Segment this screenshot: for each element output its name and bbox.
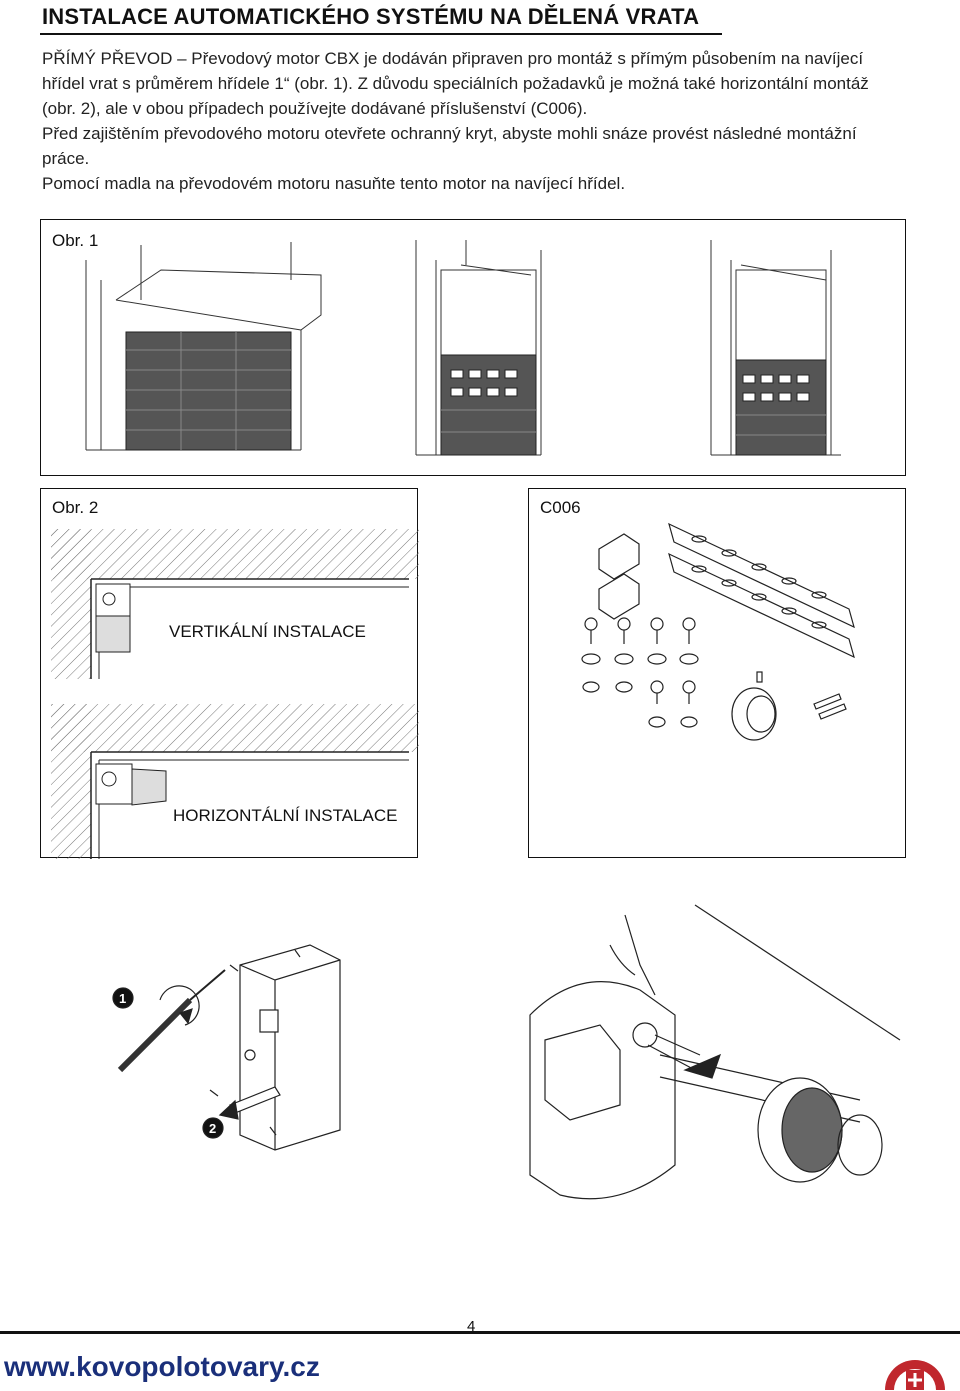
paragraph-line-2: hřídel vrat s průměrem hřídele 1“ (obr. … bbox=[42, 74, 869, 93]
title-underline bbox=[40, 33, 722, 35]
figure-2-label: Obr. 2 bbox=[52, 498, 99, 517]
step-1-badge: 1 bbox=[119, 991, 126, 1006]
page-number: 4 bbox=[467, 1318, 476, 1335]
paragraph-line-6: Pomocí madla na převodovém motoru nasuňt… bbox=[42, 174, 626, 193]
paragraph-line-5: práce. bbox=[42, 149, 90, 168]
step-2-badge: 2 bbox=[209, 1121, 216, 1136]
figure-2-illustration bbox=[51, 529, 419, 859]
c006-box: C006 bbox=[528, 488, 906, 858]
paragraph-line-1: PŘÍMÝ PŘEVOD – Převodový motor CBX je do… bbox=[42, 49, 864, 68]
horizontal-install-label: HORIZONTÁLNÍ INSTALACE bbox=[173, 806, 398, 825]
figure-1-box: Obr. 1 bbox=[40, 219, 906, 476]
figure-1-label: Obr. 1 bbox=[52, 231, 99, 250]
motor-mounting-illustration: 1 2 bbox=[112, 904, 901, 1200]
figure-2-box: Obr. 2 VERTIKÁLNÍ INSTALACE HORIZONTÁLNÍ… bbox=[40, 488, 419, 859]
footer-rule bbox=[0, 1331, 960, 1334]
page-title: INSTALACE AUTOMATICKÉHO SYSTÉMU NA DĚLEN… bbox=[42, 4, 700, 29]
paragraph-line-4: Před zajištěním převodového motoru otevř… bbox=[42, 124, 857, 143]
company-logo-icon bbox=[885, 1360, 945, 1390]
vertical-install-label: VERTIKÁLNÍ INSTALACE bbox=[169, 622, 366, 641]
c006-label: C006 bbox=[540, 498, 581, 517]
c006-accessories-illustration bbox=[581, 522, 855, 741]
figure-1-illustration bbox=[85, 240, 841, 456]
paragraph-line-3: (obr. 2), ale v obou případech používejt… bbox=[42, 99, 588, 118]
footer-link[interactable]: www.kovopolotovary.cz bbox=[4, 1351, 320, 1382]
